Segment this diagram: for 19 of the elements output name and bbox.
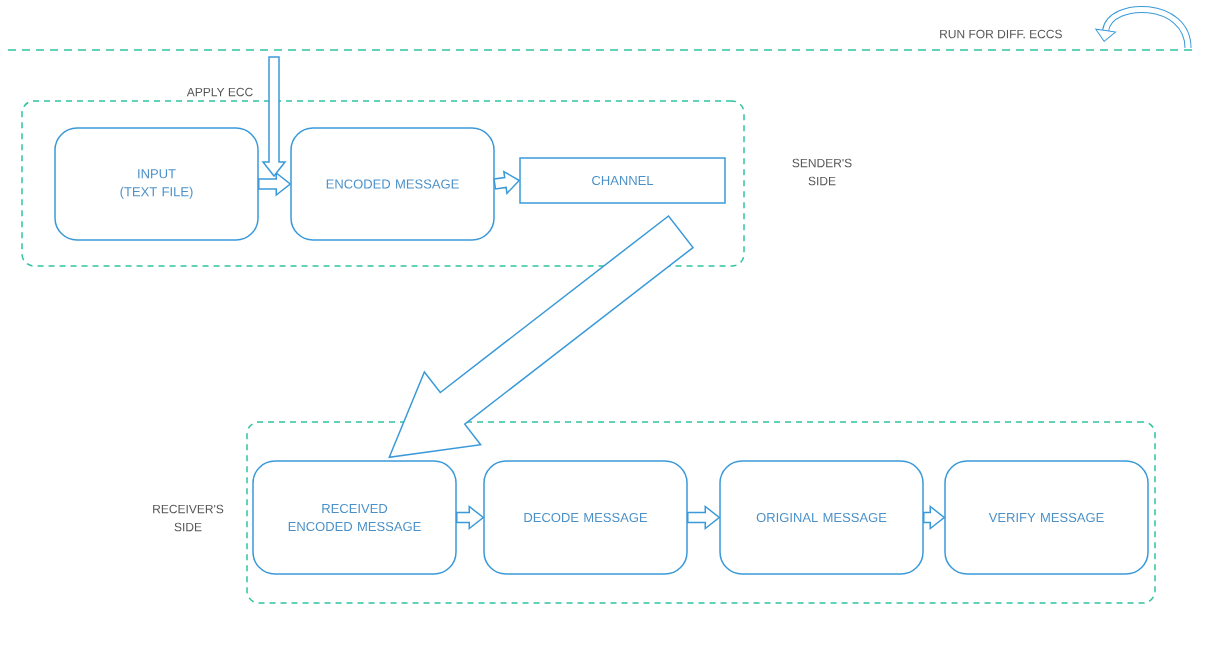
side-label: RECEIVER'S SIDE [153,504,224,532]
process-box: ORIGINAL MESSAGE [719,460,924,575]
process-box: ENCODED MESSAGE [290,127,495,241]
arrow [258,171,292,197]
arrow [687,504,721,531]
process-box: DECODE MESSAGE [483,460,688,575]
group-frame [21,100,745,267]
process-box: RECEIVED ENCODED MESSAGE [252,460,457,575]
arrow [456,504,485,531]
group-frame [246,421,1156,604]
process-box: INPUT (TEXT FILE) [54,127,259,241]
process-box: VERIFY MESSAGE [944,460,1149,575]
arrow [923,504,946,531]
arrow [493,170,521,195]
side-label: SENDER'S SIDE [792,158,852,186]
edge-label: APPLY ECC [186,87,253,97]
arrow [261,56,287,178]
note-label: RUN FOR DIFF. ECCS [940,29,1062,39]
channel-box: CHANNEL [519,157,726,204]
